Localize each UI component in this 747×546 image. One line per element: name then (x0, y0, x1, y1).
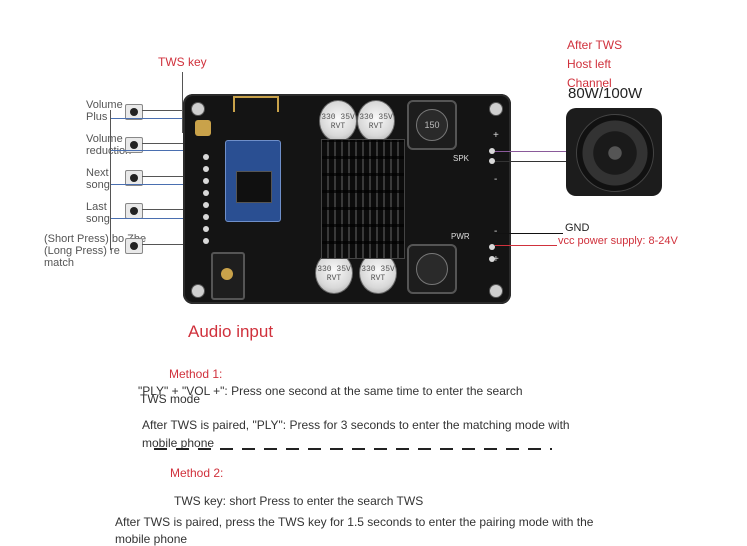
speaker-cone (576, 114, 654, 192)
minus-mark: - (494, 226, 498, 237)
capacitor: 330 35V RVT (315, 252, 353, 294)
capacitor: 330 35V RVT (357, 100, 395, 142)
header-pin (203, 190, 209, 196)
inductor (407, 244, 457, 294)
power-rating: 80W/100W (568, 85, 643, 102)
method1-line4: mobile phone (142, 436, 215, 450)
mount-hole (489, 102, 503, 116)
header-pin (203, 202, 209, 208)
dashed-divider (154, 448, 552, 450)
header-pin (203, 226, 209, 232)
wire (142, 209, 184, 210)
minus-mark: - (494, 174, 498, 185)
speaker (566, 108, 662, 196)
capacitor: 330 35V RVT (359, 252, 397, 294)
wire (110, 218, 184, 219)
mount-hole (191, 102, 205, 116)
inductor: 150 (407, 100, 457, 150)
header-pin (203, 214, 209, 220)
tws-key-pointer (182, 72, 183, 132)
volume-plus-button[interactable] (125, 104, 143, 120)
volume-reduction-button[interactable] (125, 137, 143, 153)
gnd-wire (495, 233, 563, 234)
pwr-label: PWR (451, 232, 470, 241)
antenna-trace (233, 96, 279, 112)
method2-line1: TWS key: short Press to enter the search… (174, 494, 424, 508)
after-tws-label: After TWS Host left Channel (567, 38, 623, 90)
method1-line3: After TWS is paired, "PLY": Press for 3 … (142, 418, 570, 432)
method2-line3: mobile phone (115, 532, 188, 546)
method1-line2: TWS mode (140, 392, 201, 406)
wire (110, 150, 184, 151)
method1-line1: "PLY" + "VOL +": Press one second at the… (138, 384, 523, 398)
mount-hole (191, 284, 205, 298)
speaker-wire (495, 161, 575, 162)
heatsink (321, 139, 405, 259)
gnd-label: GND (565, 222, 590, 234)
spk-label: SPK (453, 154, 470, 163)
method2-line2: After TWS is paired, press the TWS key f… (115, 515, 594, 529)
header-pin (203, 154, 209, 160)
plus-mark: + (493, 254, 499, 265)
wire (110, 118, 184, 119)
mount-hole (489, 284, 503, 298)
bluetooth-module (225, 140, 281, 222)
next-song-button[interactable] (125, 170, 143, 186)
wire (142, 110, 184, 111)
plus-mark: + (493, 130, 499, 141)
wire (110, 110, 111, 250)
wire (142, 176, 184, 177)
header-pin (203, 238, 209, 244)
header-pin (203, 178, 209, 184)
speaker-terminal (489, 148, 495, 154)
method1-title: Method 1: (169, 367, 223, 381)
power-terminal (489, 256, 495, 262)
audio-jack (211, 252, 245, 300)
vcc-wire (495, 245, 557, 246)
wire (110, 184, 184, 185)
vcc-label: vcc power supply: 8-24V (558, 235, 678, 247)
wire (142, 244, 184, 245)
audio-jack-port (221, 268, 233, 280)
play-button[interactable] (125, 238, 143, 254)
tws-key-button[interactable] (195, 120, 211, 136)
capacitor: 330 35V RVT (319, 100, 357, 142)
amplifier-board: 330 35V RVT 330 35V RVT 330 35V RVT 330 … (183, 94, 511, 304)
method2-title: Method 2: (170, 466, 224, 480)
audio-input-label: Audio input (188, 322, 274, 341)
header-pin (203, 166, 209, 172)
bluetooth-chip (236, 171, 272, 203)
wire (142, 143, 184, 144)
tws-key-label: TWS key (158, 55, 207, 69)
speaker-wire (495, 151, 575, 152)
speaker-terminal (489, 158, 495, 164)
last-song-button[interactable] (125, 203, 143, 219)
power-terminal (489, 244, 495, 250)
